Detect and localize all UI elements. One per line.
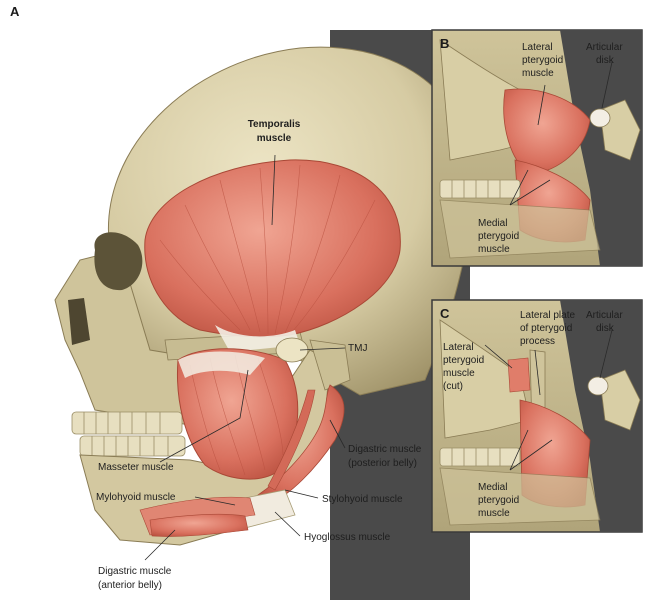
label-c-medial-pterygoid-3: muscle (478, 508, 510, 519)
label-c-lateral-pterygoid-2: pterygoid (443, 355, 484, 366)
panel-letter-a: A (10, 4, 20, 19)
label-mylohyoid: Mylohyoid muscle (96, 492, 176, 503)
label-c-lateral-plate-3: process (520, 336, 555, 347)
stylohyoid-muscle (267, 389, 316, 491)
leader-lines (144, 61, 613, 561)
label-hyoglossus: Hyoglossus muscle (304, 532, 391, 543)
label-c-medial-pterygoid-2: pterygoid (478, 495, 519, 506)
label-b-articular-disk-1: Articular (586, 42, 623, 53)
label-c-articular-disk-2: disk (596, 323, 615, 334)
label-c-lateral-plate-2: of pterygoid (520, 323, 572, 334)
temporalis-muscle (144, 159, 401, 338)
label-b-articular-disk-2: disk (596, 55, 615, 66)
panel-letter-b: B (440, 36, 449, 51)
orbit (94, 232, 143, 291)
label-b-lateral-pterygoid-2: pterygoid (522, 55, 563, 66)
label-digastric-anterior-2: (anterior belly) (98, 580, 162, 591)
label-c-lateral-pterygoid-3: muscle (443, 368, 475, 379)
label-digastric-anterior-1: Digastric muscle (98, 566, 172, 577)
mastoid (309, 339, 351, 391)
label-tmj: TMJ (348, 343, 367, 354)
label-b-lateral-pterygoid-3: muscle (522, 68, 554, 79)
label-stylohyoid: Stylohyoid muscle (322, 494, 403, 505)
label-temporalis-2: muscle (257, 133, 292, 144)
label-b-medial-pterygoid-2: pterygoid (478, 231, 519, 242)
label-b-medial-pterygoid-1: Medial (478, 218, 507, 229)
label-c-lateral-plate-1: Lateral plate (520, 310, 575, 321)
label-c-lateral-pterygoid-4: (cut) (443, 381, 463, 392)
panel-b (431, 29, 643, 267)
masseter-tendon (178, 351, 265, 378)
temporalis-fibers (159, 164, 376, 335)
panel-letter-c: C (440, 306, 450, 321)
label-c-medial-pterygoid-1: Medial (478, 482, 507, 493)
label-b-lateral-pterygoid-1: Lateral (522, 42, 553, 53)
label-c-lateral-pterygoid-1: Lateral (443, 342, 474, 353)
panel-c (431, 299, 643, 533)
label-masseter: Masseter muscle (98, 462, 174, 473)
label-digastric-posterior-2: (posterior belly) (348, 458, 417, 469)
label-b-medial-pterygoid-3: muscle (478, 244, 510, 255)
upper-teeth (71, 411, 183, 435)
nasal-cavity (68, 298, 90, 345)
label-digastric-posterior-1: Digastric muscle (348, 444, 422, 455)
lower-teeth (79, 435, 186, 457)
label-temporalis-1: Temporalis (248, 119, 301, 130)
label-c-articular-disk-1: Articular (586, 310, 623, 321)
